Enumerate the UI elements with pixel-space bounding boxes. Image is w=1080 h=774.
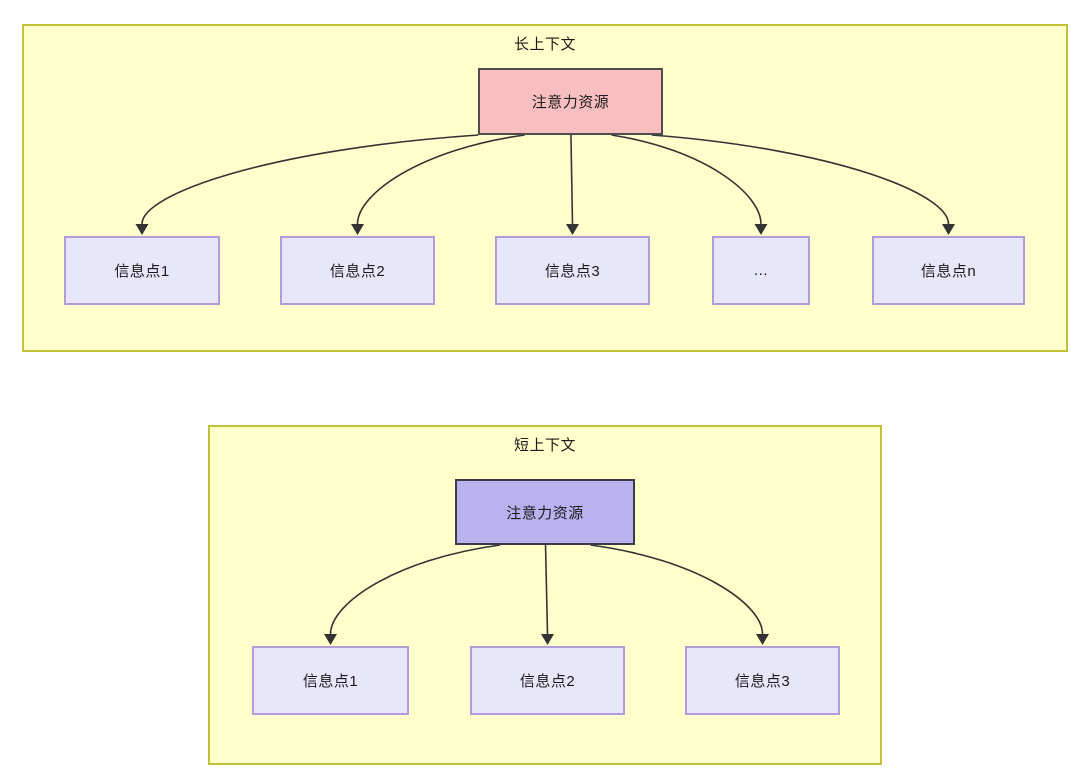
container-long-context-title: 长上下文 (513, 36, 576, 53)
node-info-point-1-long[interactable]: 信息点1 (64, 236, 220, 305)
node-info-point-ellipsis-long[interactable]: ... (712, 236, 810, 305)
container-short-context-title: 短上下文 (513, 437, 576, 454)
node-label: 信息点1 (114, 263, 170, 280)
node-label: 注意力资源 (531, 94, 610, 111)
node-info-point-3-short[interactable]: 信息点3 (685, 646, 840, 715)
node-info-point-n-long[interactable]: 信息点n (872, 236, 1025, 305)
node-label: 信息点n (920, 263, 977, 280)
node-label: 信息点2 (519, 673, 576, 690)
node-attention-resource-short[interactable]: 注意力资源 (455, 479, 635, 545)
node-label: 信息点2 (329, 263, 386, 280)
node-label: 信息点3 (544, 263, 601, 280)
node-info-point-3-long[interactable]: 信息点3 (495, 236, 650, 305)
node-info-point-2-long[interactable]: 信息点2 (280, 236, 435, 305)
node-label: 注意力资源 (506, 504, 584, 522)
node-label: 信息点3 (734, 673, 791, 690)
node-attention-resource-long[interactable]: 注意力资源 (478, 68, 663, 135)
node-info-point-1-short[interactable]: 信息点1 (252, 646, 409, 715)
node-info-point-2-short[interactable]: 信息点2 (470, 646, 625, 715)
node-label: ... (753, 262, 768, 279)
node-label: 信息点1 (302, 673, 359, 690)
